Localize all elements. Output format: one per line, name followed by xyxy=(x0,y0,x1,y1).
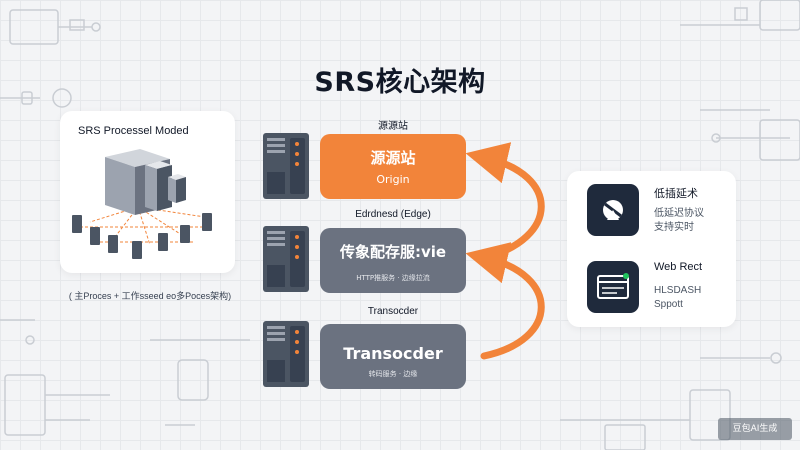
process-model-title: SRS Processel Moded xyxy=(78,125,189,137)
feature-title: Web Rect xyxy=(654,261,703,273)
satellite-dish-icon xyxy=(587,184,639,236)
server-rack-icon xyxy=(263,321,309,387)
edge-stage-title: 传象配存服:vie xyxy=(339,243,447,261)
diagram-title: SRS核心架构 xyxy=(314,67,486,98)
origin-stage-subtitle: Origin xyxy=(376,173,410,186)
feature-subtitle-line: 支持实时 xyxy=(654,222,694,233)
origin-stage-title: 源源站 xyxy=(370,149,416,167)
server-rack-icon xyxy=(263,226,309,292)
feature-subtitle-line: 低延迟协议 xyxy=(654,208,704,219)
watermark: 豆包AI生成 xyxy=(718,418,792,440)
transcoder-stage-label: Transocder xyxy=(367,306,419,317)
origin-stage-box: 源源站 Origin xyxy=(320,134,466,199)
transcoder-stage-subtitle: 转码服务 · 边缘 xyxy=(368,370,418,378)
transcoder-stage-title: Transocder xyxy=(343,344,443,363)
server-cluster-icon xyxy=(72,149,212,259)
origin-stage-label: 源源站 xyxy=(378,121,408,132)
features-card: 低插延术 低延迟协议 支持实时 Web Rect HLSDASH Sppott xyxy=(567,171,736,327)
edge-stage-label: Edrdnesd (Edge) xyxy=(355,209,431,220)
process-model-card: SRS Processel Moded xyxy=(60,111,235,273)
edge-stage-subtitle: HTTP推服务 · 边缘拉流 xyxy=(356,274,430,282)
process-model-caption: ( 主Proces + 工作sseed eo多Poces架构) xyxy=(68,291,232,301)
feature-title: 低插延术 xyxy=(654,188,698,200)
server-rack-icon xyxy=(263,133,309,199)
feature-subtitle-line: Sppott xyxy=(654,299,683,310)
feature-subtitle-line: HLSDASH xyxy=(654,285,702,296)
dashboard-monitor-icon xyxy=(587,261,639,313)
transcoder-stage-box: Transocder 转码服务 · 边缘 xyxy=(320,324,466,389)
edge-stage-box: 传象配存服:vie HTTP推服务 · 边缘拉流 xyxy=(320,228,466,293)
